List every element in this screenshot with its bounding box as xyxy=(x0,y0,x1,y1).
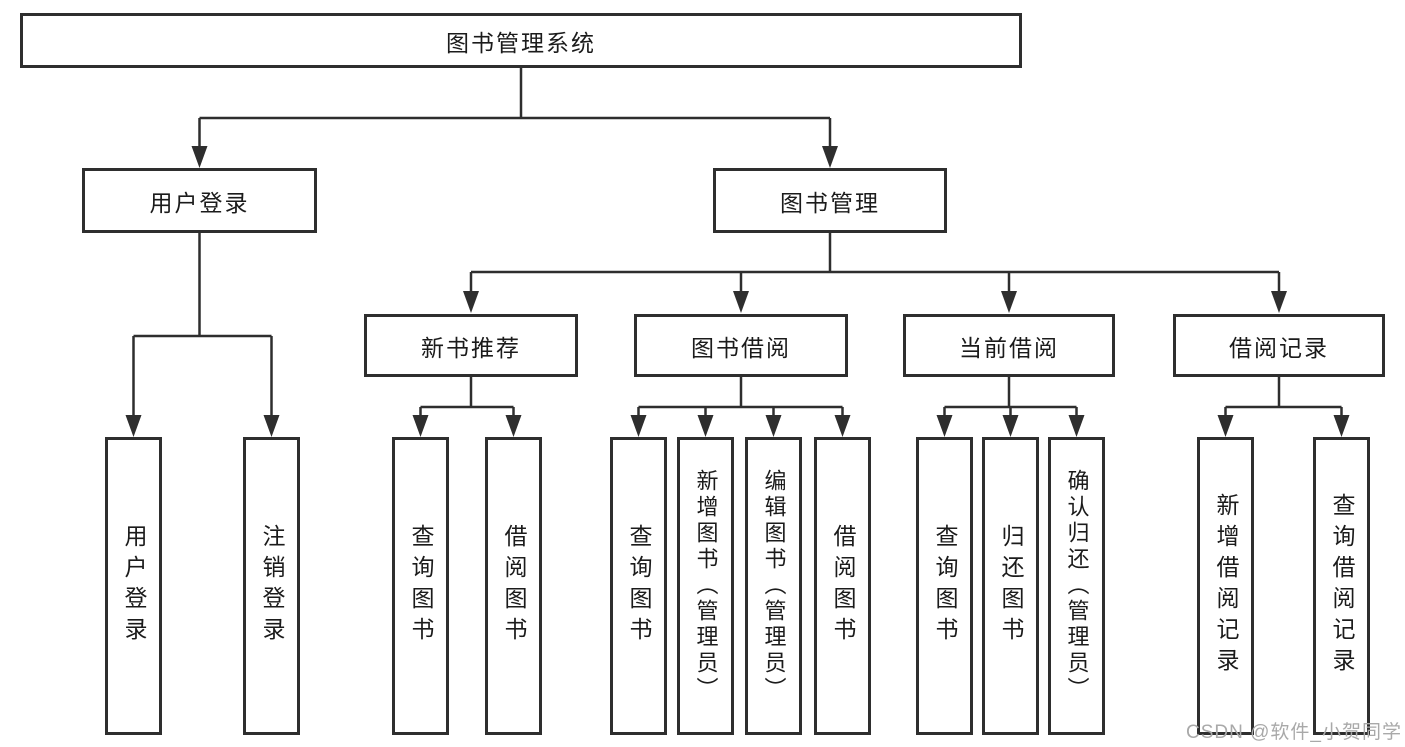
node-current-borrowing: 当前借阅 xyxy=(903,314,1115,377)
leaf-user-login: 用户登录 xyxy=(105,437,162,735)
leaf-add-borrow-record: 新增借阅记录 xyxy=(1197,437,1254,735)
leaf-query-borrow-record: 查询借阅记录 xyxy=(1313,437,1370,735)
leaf-return-book: 归还图书 xyxy=(982,437,1039,735)
node-new-book-recommend: 新书推荐 xyxy=(364,314,578,377)
node-book-borrowing: 图书借阅 xyxy=(634,314,848,377)
watermark: CSDN @软件_小贺同学 xyxy=(1186,722,1402,743)
leaf-borrow-books-recommend: 借阅图书 xyxy=(485,437,542,735)
leaf-edit-book-admin: 编辑图书（管理员） xyxy=(745,437,802,735)
leaf-query-books-recommend: 查询图书 xyxy=(392,437,449,735)
node-root: 图书管理系统 xyxy=(20,13,1022,68)
leaf-query-books-borrowing: 查询图书 xyxy=(610,437,667,735)
node-book-management: 图书管理 xyxy=(713,168,947,233)
leaf-confirm-return-admin: 确认归还（管理员） xyxy=(1048,437,1105,735)
leaf-logout: 注销登录 xyxy=(243,437,300,735)
leaf-add-book-admin: 新增图书（管理员） xyxy=(677,437,734,735)
node-user-login: 用户登录 xyxy=(82,168,317,233)
leaf-borrow-books-borrowing: 借阅图书 xyxy=(814,437,871,735)
leaf-query-books-current: 查询图书 xyxy=(916,437,973,735)
node-borrowing-records: 借阅记录 xyxy=(1173,314,1385,377)
